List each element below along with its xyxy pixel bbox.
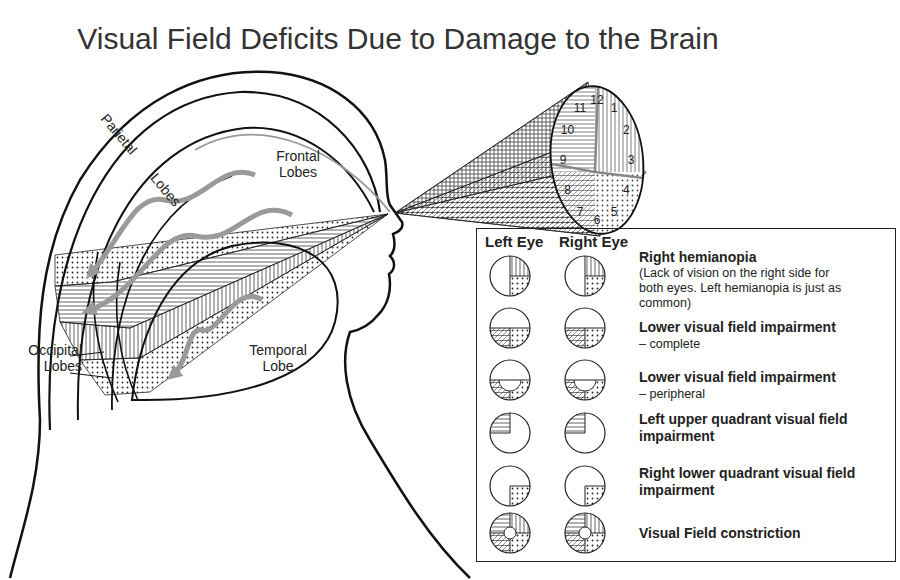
lobe-label: Temporal Lobe — [240, 342, 316, 374]
table-text: Lower visual field impairment — [639, 319, 889, 336]
field-circle — [565, 308, 605, 348]
clock-number: 3 — [628, 154, 635, 166]
clock-number: 11 — [574, 102, 586, 114]
clock-number: 7 — [577, 206, 584, 218]
diagram-title: Visual Field Deficits Due to Damage to t… — [0, 22, 796, 56]
field-circle — [490, 466, 530, 506]
signal-arrow — [174, 296, 262, 374]
occipital-outline — [94, 252, 118, 402]
legend-table: Left EyeRight EyeRight hemianopia(Lack o… — [476, 228, 896, 562]
field-circle — [565, 466, 605, 506]
field-circle — [490, 513, 530, 553]
field-circle — [565, 256, 605, 296]
clock-quadrants — [545, 78, 655, 240]
field-circle — [490, 308, 530, 348]
table-text: Right hemianopia — [639, 249, 889, 266]
clock-quadrant — [595, 78, 655, 172]
field-circle — [565, 360, 605, 400]
brain-outline — [49, 92, 380, 430]
clock-quadrant — [595, 172, 655, 240]
table-text: Left Eye — [485, 233, 560, 251]
lobe-label: Occipital Lobes — [14, 342, 82, 374]
clock-background — [545, 78, 655, 240]
clock-face: 12 12 3 45678 9 1011 — [545, 78, 655, 240]
clock-number: 8 — [564, 184, 571, 196]
clock-outline — [545, 82, 650, 239]
clock-hand — [595, 172, 643, 178]
table-text: (Lack of vision on the right side for bo… — [639, 266, 854, 311]
temporal-outline — [132, 243, 338, 400]
clock-number: 1 — [611, 102, 618, 114]
table-text: Right lower quadrant visual field impair… — [639, 465, 864, 499]
field-circle — [490, 413, 530, 453]
field-circle — [565, 413, 605, 453]
clock-quadrant — [545, 78, 595, 172]
clock-number: 12 — [590, 94, 603, 106]
lobe-boundary — [112, 176, 232, 410]
table-text: Left upper quadrant visual field impairm… — [639, 411, 864, 445]
signal-arrow — [90, 210, 292, 310]
field-circle — [490, 360, 530, 400]
lobe-label: Frontal Lobes — [258, 148, 338, 180]
field-circle — [490, 256, 530, 296]
clock-number: 5 — [611, 206, 618, 218]
clock-number: 10 — [561, 124, 574, 136]
clock-number: 9 — [560, 154, 567, 166]
table-text: – complete — [639, 337, 839, 352]
frontal-outline — [195, 135, 390, 212]
table-text: Visual Field constriction — [639, 525, 889, 542]
head-outline — [10, 72, 470, 578]
table-text: – peripheral — [639, 387, 839, 402]
clock-number: 2 — [623, 124, 630, 136]
clock-number: 4 — [623, 184, 630, 196]
clock-number: 6 — [594, 214, 601, 226]
clock-hand — [552, 164, 595, 172]
field-circle — [565, 513, 605, 553]
table-text: Right Eye — [559, 233, 639, 251]
parietal-outline — [78, 128, 374, 420]
table-text: Lower visual field impairment — [639, 369, 889, 386]
